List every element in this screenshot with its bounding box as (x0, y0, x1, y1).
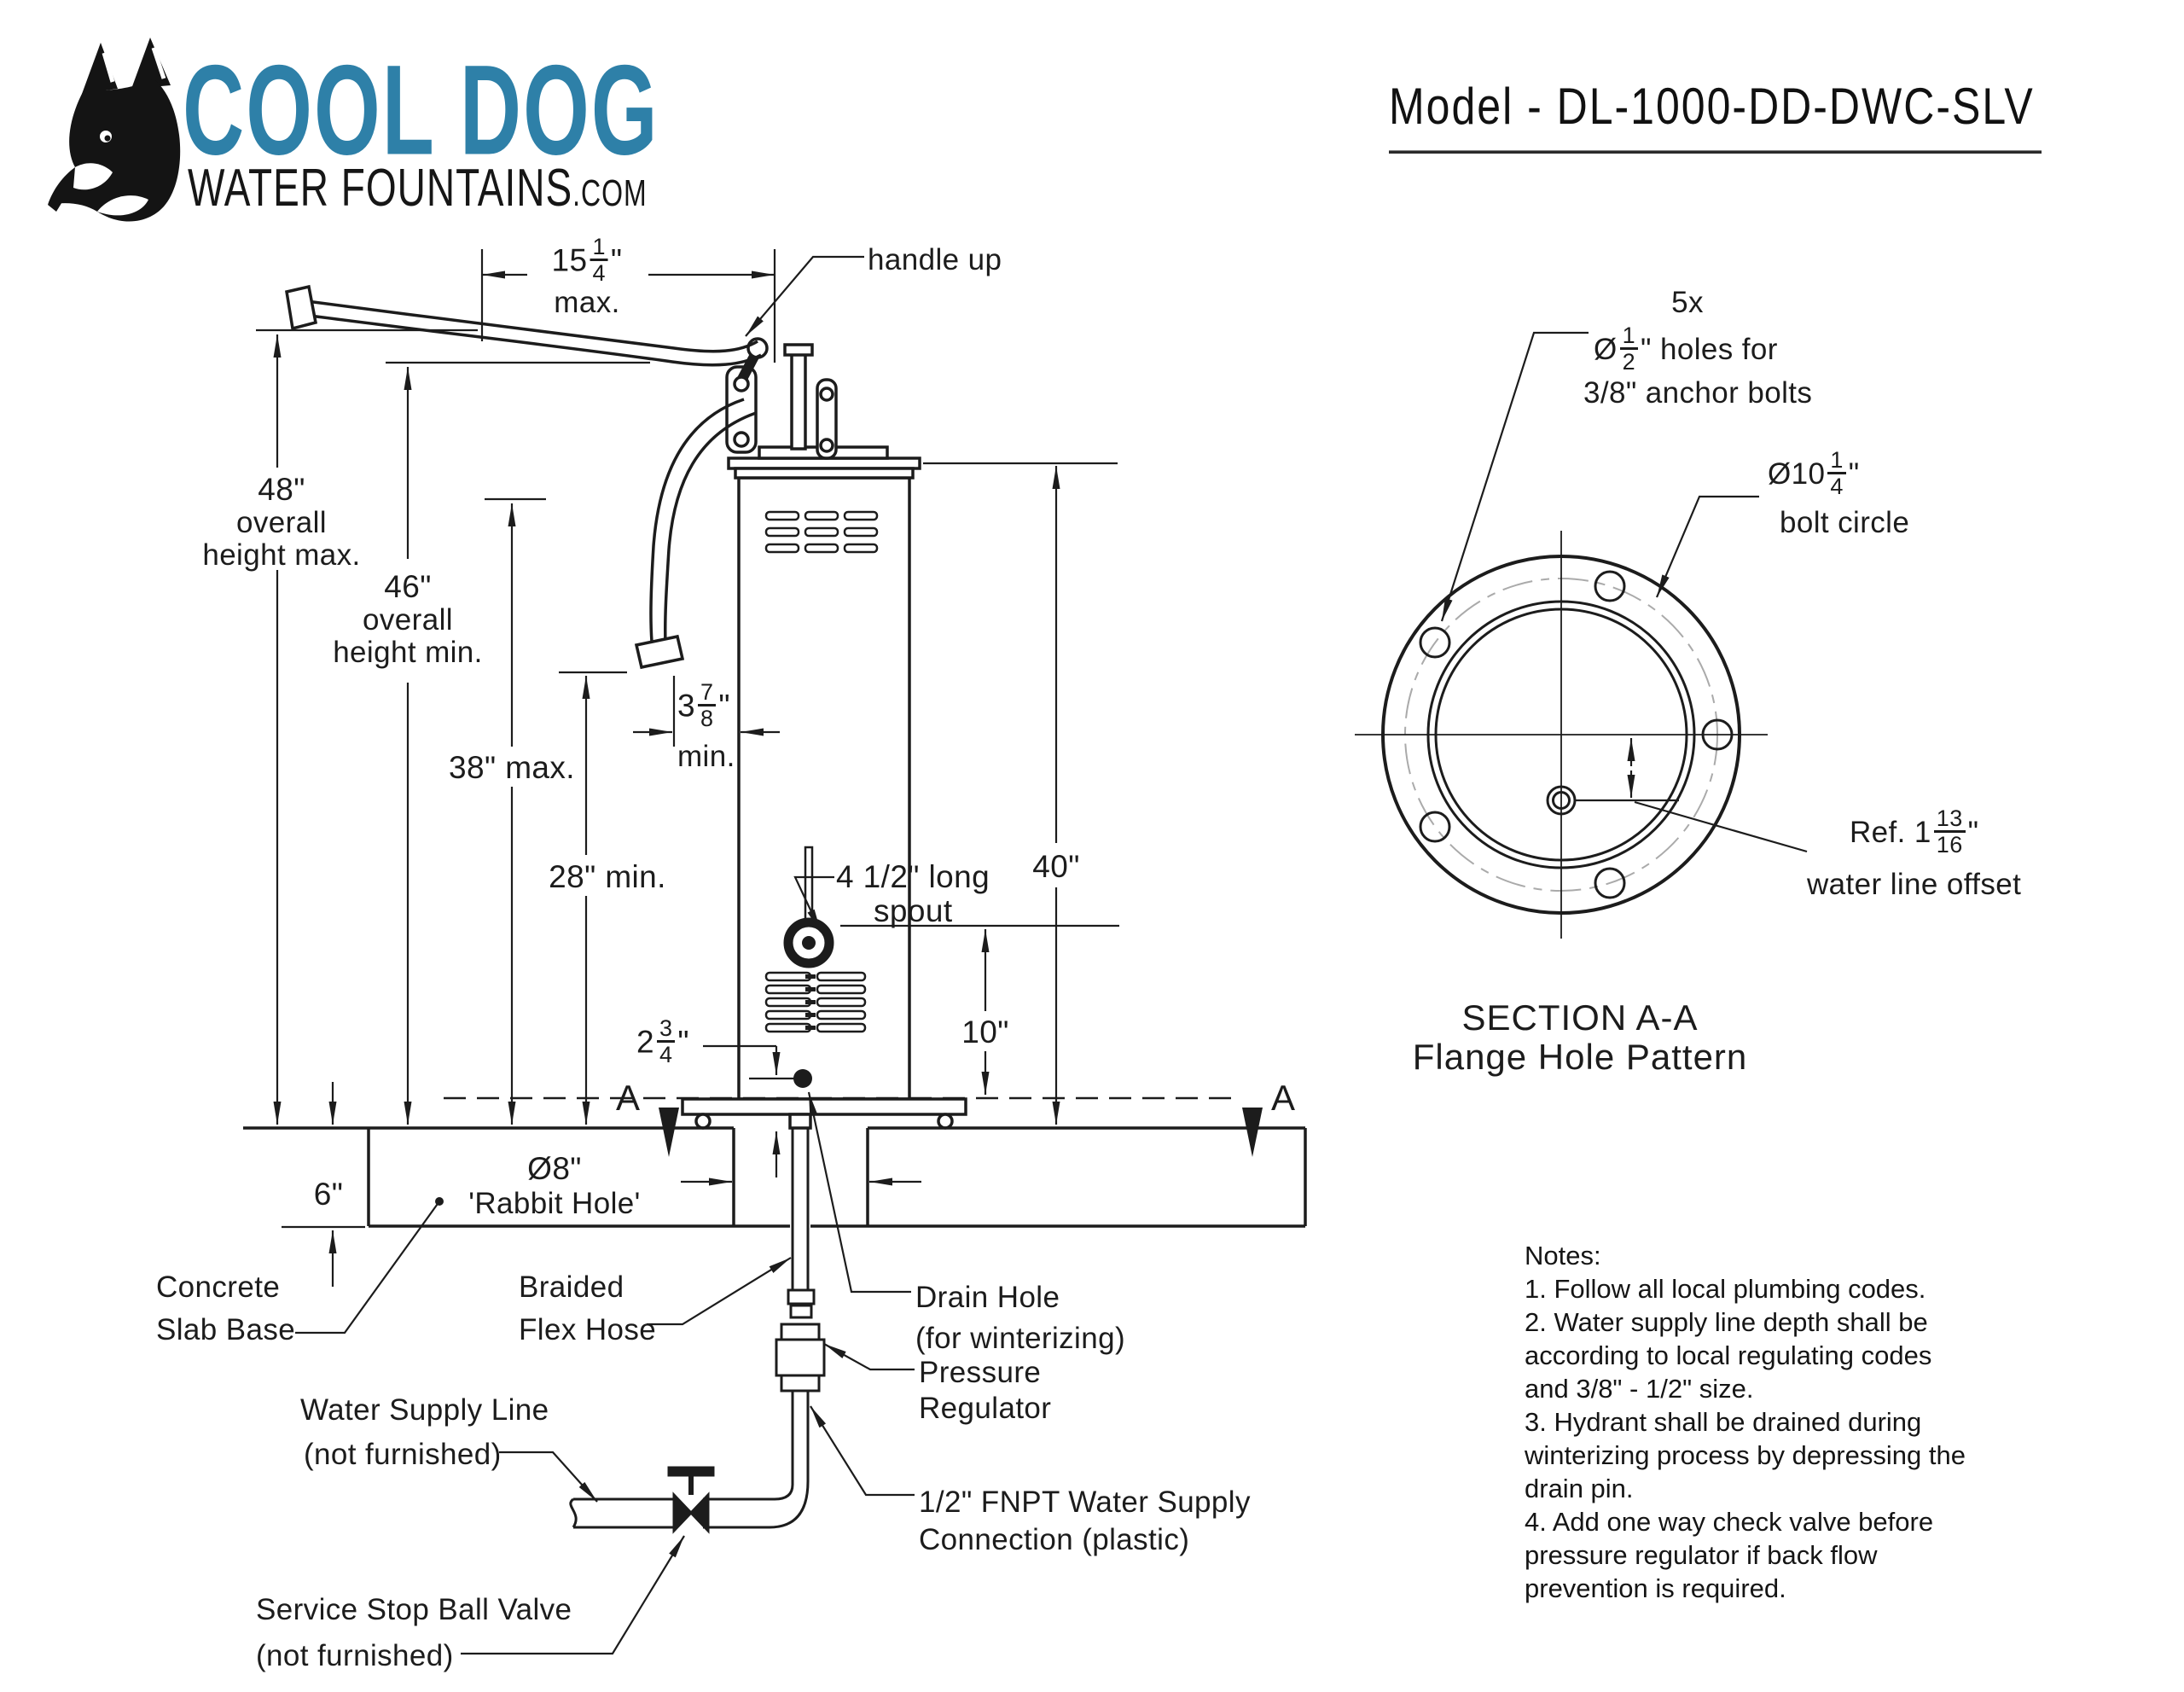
note-line: 2. Water supply line depth shall be (1525, 1307, 1928, 1337)
brand-subtitle: WATER FOUNTAINS.COM (188, 156, 648, 218)
dog-logo-icon (48, 38, 181, 222)
note-line: and 3/8" - 1/2" size. (1525, 1374, 1754, 1404)
notes-block: Notes: 1. Follow all local plumbing code… (1525, 1239, 2156, 1605)
offset-label-line2: water line offset (1807, 868, 2022, 901)
handle-up-label: handle up (868, 243, 1002, 276)
flange-section-view (1355, 331, 1808, 939)
ball-valve-label-line2: (not furnished) (256, 1639, 454, 1672)
brand-subtitle-suffix: .COM (572, 172, 648, 214)
dim-38-label: 38" max. (444, 749, 580, 787)
fountain-body (727, 445, 921, 1101)
anchor-holes-count: 5x (1671, 286, 1704, 319)
pump-handle-down (634, 398, 757, 670)
braided-label-line2: Flex Hose (519, 1313, 657, 1346)
hose-coupling (787, 1288, 816, 1305)
drain-label-line2: (for winterizing) (915, 1322, 1126, 1355)
base-plate (681, 1097, 967, 1130)
concrete-label-line2: Slab Base (156, 1313, 296, 1346)
pipe-break-symbol (569, 1497, 578, 1528)
note-line: 4. Add one way check valve before (1525, 1507, 1934, 1537)
leader-lines (295, 255, 915, 1655)
dim-width-note: max. (554, 286, 620, 319)
dimension-lines (256, 249, 1119, 1287)
note-line: according to local regulating codes (1525, 1340, 1932, 1370)
dim-48-line3: height max. (202, 538, 361, 572)
bolt-circle-label-line2: bolt circle (1780, 506, 1910, 539)
rabbit-hole-label-line1: Ø8" (527, 1151, 582, 1186)
water-supply-label-line1: Water Supply Line (300, 1393, 549, 1427)
water-supply-label-line2: (not furnished) (304, 1438, 502, 1471)
section-title-line1: SECTION A-A (1461, 997, 1699, 1038)
offset-dimension (1575, 738, 1808, 853)
fnpt-label-line2: Connection (plastic) (919, 1523, 1190, 1556)
ball-valve-label-line1: Service Stop Ball Valve (256, 1593, 572, 1626)
note-line: 1. Follow all local plumbing codes. (1525, 1274, 1926, 1304)
pressure-label-line2: Regulator (919, 1392, 1052, 1425)
note-line: winterizing process by depressing the (1525, 1440, 1966, 1470)
anchor-bolt-holes (1419, 570, 1734, 899)
section-line-AA (444, 1096, 1263, 1157)
note-line: 3. Hydrant shall be drained during (1525, 1407, 1922, 1437)
supply-plumbing (569, 1128, 826, 1534)
concrete-label-line1: Concrete (156, 1270, 281, 1304)
brand-subtitle-main: WATER FOUNTAINS (188, 157, 573, 218)
dim-46-value: 46" (384, 569, 432, 604)
dim-28-label: 28" min. (543, 858, 671, 896)
model-title: Model - DL-1000-DD-DWC-SLV (1389, 77, 2042, 154)
pressure-regulator (775, 1323, 826, 1393)
dim-48-value: 48" (258, 472, 305, 507)
drain-label-line1: Drain Hole (915, 1281, 1060, 1314)
note-line: pressure regulator if back flow (1525, 1540, 1878, 1570)
section-marker-A-right: A (1271, 1078, 1296, 1118)
dim-40-label: 40" (1027, 848, 1085, 886)
pump-handle-up (285, 284, 762, 367)
spout-label-line2: spout (874, 893, 953, 928)
rabbit-hole-label-line2: 'Rabbit Hole' (468, 1187, 641, 1220)
anchor-holes-line3: 3/8" anchor bolts (1583, 376, 1813, 410)
lower-vent-grille (764, 971, 867, 1033)
notes-title: Notes: (1525, 1241, 1601, 1270)
dim-10-label: 10" (956, 1014, 1014, 1051)
section-title-line2: Flange Hole Pattern (1412, 1037, 1748, 1077)
dim-6-label: 6" (313, 1177, 344, 1212)
spout-label-line1: 4 1/2" long (836, 859, 990, 894)
section-marker-A-left: A (616, 1078, 641, 1118)
upper-vent-grille (764, 510, 879, 554)
ball-valve (667, 1466, 715, 1534)
dim-46-line3: height min. (333, 636, 483, 669)
dim-46-line2: overall (363, 603, 453, 637)
note-line: prevention is required. (1525, 1573, 1786, 1603)
flange-leaders (1440, 331, 1759, 622)
pressure-label-line1: Pressure (919, 1356, 1042, 1389)
dim-48-line2: overall (236, 506, 327, 539)
dim-spout-gap-note: min. (677, 740, 735, 773)
drain-hole (793, 1069, 812, 1088)
brand-title: COOL DOG (183, 38, 659, 183)
concrete-slab (243, 1126, 1307, 1229)
braided-label-line1: Braided (519, 1270, 624, 1304)
fnpt-label-line1: 1/2" FNPT Water Supply (919, 1486, 1251, 1519)
note-line: drain pin. (1525, 1474, 1634, 1503)
pivot-assembly (725, 337, 838, 460)
